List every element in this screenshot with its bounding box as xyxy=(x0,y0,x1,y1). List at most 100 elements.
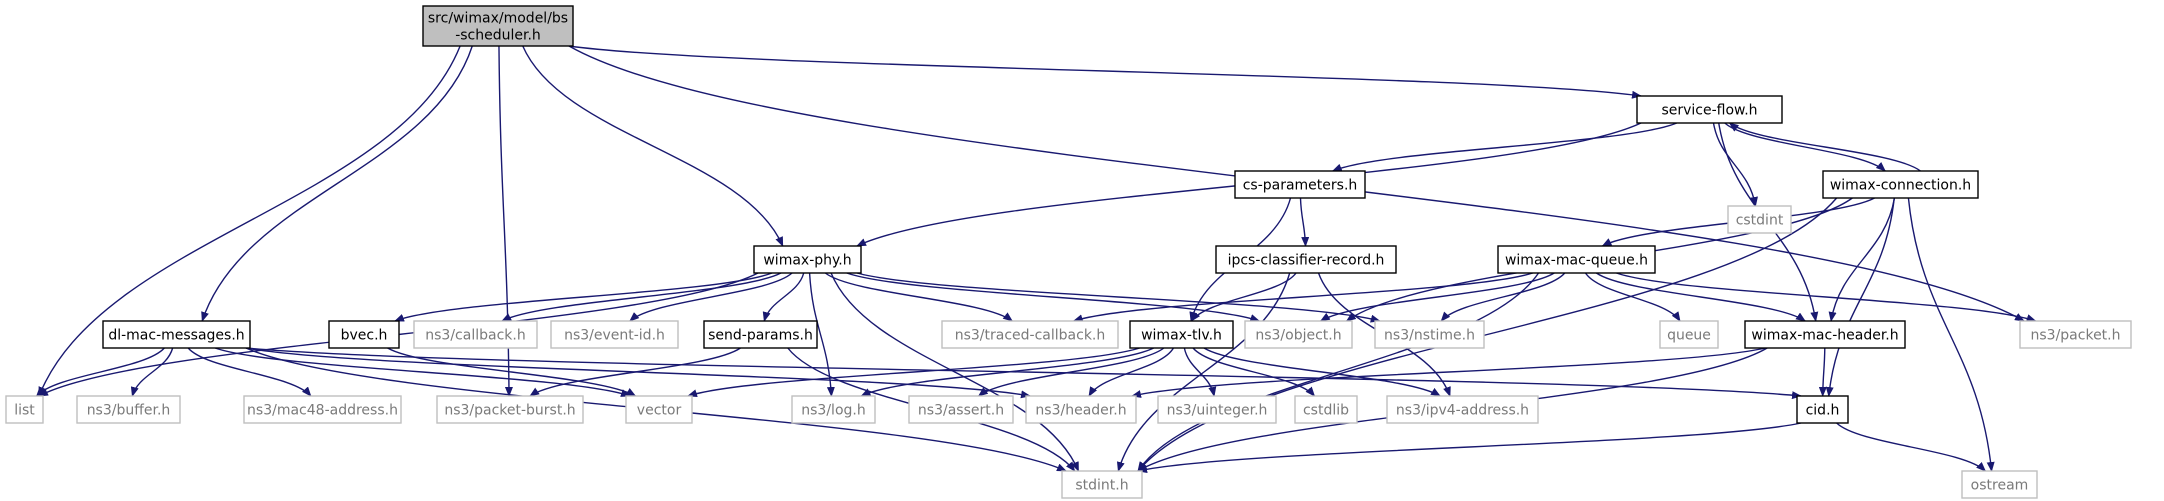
node-label: ostream xyxy=(1971,478,2029,494)
node-box xyxy=(1234,170,1366,199)
node-box xyxy=(908,395,1014,424)
node-label: wimax-tlv.h xyxy=(1141,328,1222,344)
edge-wimax-phy-to-event-id xyxy=(629,272,793,322)
node-box xyxy=(703,320,818,349)
node-box xyxy=(5,395,44,424)
edge-wimax-phy-to-object xyxy=(846,272,1261,322)
node-label: cstdint xyxy=(1736,213,1784,229)
node-buffer: ns3/buffer.h xyxy=(76,395,181,424)
node-label: ns3/traced-callback.h xyxy=(955,328,1106,344)
edge-wimax-tlv-to-assert xyxy=(977,347,1165,397)
node-label: wimax-mac-header.h xyxy=(1751,328,1898,344)
node-callback: ns3/callback.h xyxy=(413,320,538,349)
node-box xyxy=(1061,470,1143,499)
edge-wimax-tlv-to-ipv4-address xyxy=(1203,347,1441,397)
node-box xyxy=(1796,395,1849,424)
node-label: wimax-phy.h xyxy=(763,253,851,269)
edge-dl-mac-messages-to-buffer xyxy=(130,347,174,397)
node-label: ns3/event-id.h xyxy=(564,328,665,344)
node-box xyxy=(1129,320,1234,349)
edge-bs-scheduler-to-dl-mac-messages xyxy=(201,45,473,322)
node-ostream: ostream xyxy=(1961,470,2038,499)
edge-wimax-mac-queue-to-stdint xyxy=(1137,272,1540,472)
node-label: ns3/packet.h xyxy=(2031,328,2121,344)
node-cs-parameters[interactable]: cs-parameters.h xyxy=(1234,170,1366,199)
edge-cid-to-stdint xyxy=(1137,422,1802,474)
edge-bs-scheduler-to-list xyxy=(38,45,461,397)
node-ipv4-address: ns3/ipv4-address.h xyxy=(1386,395,1539,424)
edge-cid-to-ostream xyxy=(1836,422,1987,472)
node-label: ns3/callback.h xyxy=(425,328,525,344)
node-box xyxy=(1744,320,1906,349)
node-box xyxy=(2019,320,2132,349)
node-cstdlib: cstdlib xyxy=(1294,395,1358,424)
node-wimax-connection[interactable]: wimax-connection.h xyxy=(1822,170,1979,199)
node-label: dl-mac-messages.h xyxy=(108,328,244,344)
node-nstime: ns3/nstime.h xyxy=(1374,320,1485,349)
node-label: ipcs-classifier-record.h xyxy=(1228,253,1385,269)
node-label: wimax-connection.h xyxy=(1830,178,1971,194)
node-uinteger: ns3/uinteger.h xyxy=(1157,395,1277,424)
edge-bs-scheduler-to-service-flow xyxy=(568,45,1642,99)
node-event-id: ns3/event-id.h xyxy=(550,320,679,349)
node-dl-mac-messages[interactable]: dl-mac-messages.h xyxy=(102,320,251,349)
node-label: -scheduler.h xyxy=(455,28,541,44)
node-label: ns3/object.h xyxy=(1255,328,1341,344)
node-cid[interactable]: cid.h xyxy=(1796,395,1849,424)
edge-wimax-mac-header-to-cid xyxy=(1818,347,1827,397)
node-ipcs-classifier-record[interactable]: ipcs-classifier-record.h xyxy=(1215,245,1397,274)
node-wimax-mac-queue[interactable]: wimax-mac-queue.h xyxy=(1497,245,1656,274)
node-assert: ns3/assert.h xyxy=(908,395,1014,424)
node-wimax-phy[interactable]: wimax-phy.h xyxy=(753,245,862,274)
edge-ipcs-classifier-record-to-stdint xyxy=(1116,272,1291,472)
node-send-params[interactable]: send-params.h xyxy=(703,320,818,349)
edge-wimax-connection-to-cid xyxy=(1825,197,1895,397)
node-service-flow[interactable]: service-flow.h xyxy=(1636,95,1783,124)
node-box xyxy=(941,320,1119,349)
node-box xyxy=(328,320,400,349)
node-label: cs-parameters.h xyxy=(1243,178,1358,194)
node-label: queue xyxy=(1667,328,1711,344)
node-box xyxy=(1244,320,1353,349)
node-wimax-tlv[interactable]: wimax-tlv.h xyxy=(1129,320,1234,349)
edge-bs-scheduler-to-wimax-phy xyxy=(522,45,784,247)
edge-wimax-phy-to-traced-callback xyxy=(824,272,1013,322)
node-label: ns3/uinteger.h xyxy=(1167,403,1268,419)
node-label: bvec.h xyxy=(341,328,388,344)
edge-dl-mac-messages-to-vector xyxy=(214,347,631,397)
node-bvec[interactable]: bvec.h xyxy=(328,320,400,349)
node-box xyxy=(1822,170,1979,199)
edge-wimax-tlv-to-vector xyxy=(687,347,1140,398)
edge-wimax-tlv-to-header xyxy=(1088,347,1175,397)
node-mac48-address: ns3/mac48-address.h xyxy=(243,395,402,424)
edge-wimax-mac-queue-to-wimax-mac-header xyxy=(1595,272,1806,322)
node-stdint: stdint.h xyxy=(1061,470,1143,499)
node-wimax-mac-header[interactable]: wimax-mac-header.h xyxy=(1744,320,1906,349)
node-packet-burst: ns3/packet-burst.h xyxy=(436,395,584,424)
node-bs-scheduler[interactable]: src/wimax/model/bs-scheduler.h xyxy=(422,5,574,47)
node-box xyxy=(1386,395,1539,424)
edge-wimax-phy-to-bvec xyxy=(394,272,773,322)
node-packet: ns3/packet.h xyxy=(2019,320,2132,349)
node-label: ns3/ipv4-address.h xyxy=(1396,403,1529,419)
node-traced-callback: ns3/traced-callback.h xyxy=(941,320,1119,349)
edge-wimax-connection-to-service-flow xyxy=(1728,122,1921,172)
node-label: wimax-mac-queue.h xyxy=(1505,253,1648,269)
node-box xyxy=(413,320,538,349)
node-label: ns3/mac48-address.h xyxy=(247,403,398,419)
edge-cs-parameters-to-ipcs-classifier-record xyxy=(1299,197,1310,247)
node-box xyxy=(1636,95,1783,124)
node-box xyxy=(1374,320,1485,349)
edge-wimax-phy-to-stdint xyxy=(830,272,1080,472)
node-label: ns3/buffer.h xyxy=(87,403,171,419)
edge-wimax-tlv-to-cstdlib xyxy=(1192,347,1316,397)
node-vector: vector xyxy=(625,395,693,424)
node-box xyxy=(1961,470,2038,499)
node-box xyxy=(436,395,584,424)
node-box xyxy=(1025,395,1137,424)
edge-ipcs-classifier-record-to-wimax-tlv xyxy=(1190,272,1297,322)
node-header: ns3/header.h xyxy=(1025,395,1137,424)
edge-send-params-to-packet-burst xyxy=(529,347,741,397)
edge-dl-mac-messages-to-list xyxy=(35,347,165,397)
